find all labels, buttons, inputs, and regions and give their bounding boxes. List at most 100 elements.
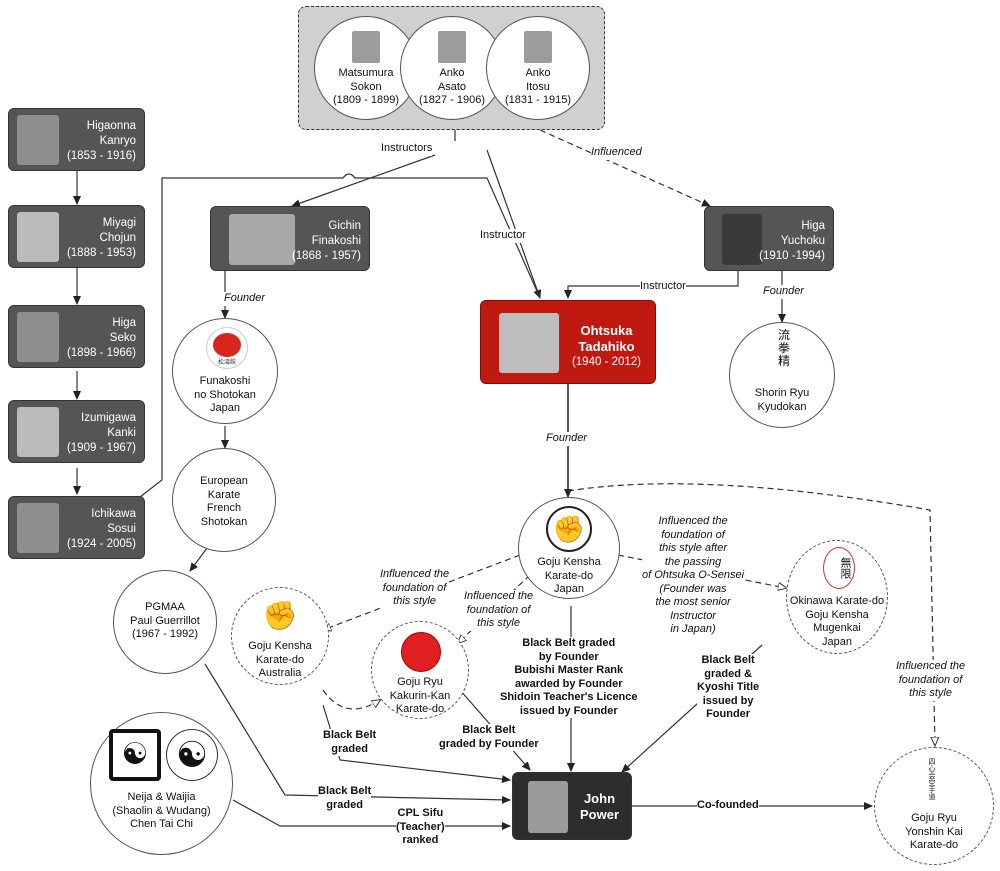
person-name-line1: Anko [439,67,465,79]
bagua-icon: ☯ [109,729,161,781]
circle-label-line: Okinawa Karate-do [789,595,885,607]
circle-label-line: Goju Kensha [537,556,601,568]
label-line: Black Belt [462,724,516,736]
portrait-photo [528,781,568,833]
style-circle-taichi[interactable]: ☯ ☯ Neija & Waijia(Shaolin & Wudang)Chen… [90,712,233,855]
circle-label-line: Japan [822,635,852,648]
person-box-john-power[interactable]: John Power [512,772,632,840]
fist-icon: ✊ [546,506,592,552]
circle-label-line: Paul Guerrillot [130,614,200,627]
label-line: awarded by Founder [514,677,623,690]
person-name-line1: John [583,791,616,806]
circle-label-line: Shorin Ryu [754,387,810,399]
portrait-photo [722,214,762,265]
circle-label-line: no Shotokan [194,388,256,401]
person-name-line2: Itosu [526,80,550,93]
person-years: (1940 - 2012) [571,356,641,368]
label-line: issued by [702,694,754,707]
person-name-line2: Seko [109,332,136,344]
portrait-photo [17,115,59,165]
label-line: Influenced the [464,590,534,602]
label-line: Founder [706,708,751,720]
label-line: the most senior [655,596,731,608]
label-line: ranked [402,834,439,846]
label-line: this style [909,687,952,699]
yin-yang-icon: ☯ [166,729,218,781]
person-name-line2: Sokon [350,80,382,93]
person-years: (1898 - 1966) [66,347,136,359]
person-name-line2: Power [579,807,619,822]
label-line: CPL Sifu [397,807,444,819]
label-line: Black Belt [323,729,377,741]
circle-label-line: French [206,502,242,514]
person-name-line2: Asato [437,80,467,93]
portrait-photo [17,503,59,553]
circle-label-line: Japan [554,583,584,595]
person-box-gichin[interactable]: Gichin Finakoshi (1868 - 1957) [210,206,370,271]
person-box-higa-yuchoku[interactable]: Higa Yuchoku (1910 -1994) [704,206,834,271]
okinawa-logo: 無限 [823,547,855,589]
person-name-line2: Chojun [99,232,136,244]
shotokan-seal-text: 松濤館 [217,360,236,366]
circle-label-line: Goju Ryu [397,676,443,688]
person-name-line2: Kanryo [99,135,136,147]
label-instructor-higa: Instructor [640,280,686,294]
connector-australia-john [322,704,511,784]
label-line: foundation of [466,603,531,616]
fist-icon: ✊ [262,600,298,631]
person-years: (1888 - 1953) [66,247,136,259]
connector-ichikawa-ohtsuka [139,173,541,498]
label-instructors: Instructors [381,142,433,156]
label-instructor-mid: Instructor [480,229,526,243]
label-line: Influenced the [896,660,966,672]
person-years: (1910 -1994) [759,250,825,262]
circle-label-line: Chen Tai Chi [130,818,193,830]
label-line: by Founder [538,650,599,663]
connector-pgmaa-john [204,663,511,804]
circle-label-line: Goju Ryu [911,812,957,824]
person-name-line1: Izumigawa [81,412,136,424]
shotokan-seal-logo: 松濤館 [206,327,248,369]
portrait-photo [17,407,59,457]
person-name-line1: Higaonna [86,120,136,132]
circle-label-line: Kyudokan [757,400,807,413]
label-founder-ohtsuka: Founder [546,432,587,446]
label-line: Shidoin Teacher's Licence [500,691,638,703]
circle-label-line: Karate-do [255,653,305,666]
circle-label-line: Karate-do [909,839,959,851]
label-founder-gichin: Founder [224,292,265,306]
portrait-photo [524,31,552,63]
label-line: Bubishi Master Rank [514,664,624,676]
person-name-line2: Kanki [107,427,136,439]
circle-label-line: Neija & Waijia [127,791,196,803]
connector-instructors-gichin [291,154,436,208]
person-name-line2: Sosui [107,523,136,535]
portrait-photo [438,31,466,63]
label-line: of Ohtsuka O-Sensei [642,569,745,581]
person-box-ohtsuka[interactable]: Ohtsuka Tadahiko (1940 - 2012) [480,300,656,384]
kakurin-logo [401,632,441,672]
label-line: graded [326,798,363,811]
person-name-line1: Miyagi [102,217,136,229]
portrait-photo [499,313,559,373]
